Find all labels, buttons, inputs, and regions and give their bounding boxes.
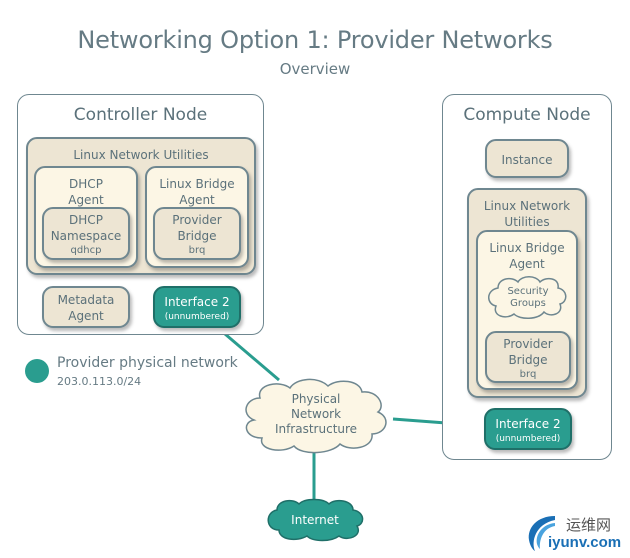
lb-agent-label-1: Linux Bridge	[159, 177, 235, 191]
dhcp-agent-label-2: Agent	[68, 193, 104, 207]
internet-label: Internet	[291, 513, 339, 527]
compute-provider-bridge-label-2: Bridge	[508, 353, 548, 367]
dhcp-namespace-label-2: Namespace	[50, 229, 122, 243]
provider-bridge-label-3: brq	[188, 245, 206, 256]
dhcp-agent-label-1: DHCP	[69, 177, 103, 191]
interface-sublabel: (unnumbered)	[164, 312, 230, 322]
compute-provider-bridge-label-1: Provider	[503, 337, 553, 351]
compute-provider-bridge-label-3: brq	[519, 369, 537, 380]
internet-cloud-icon	[267, 498, 364, 542]
compute-provider-bridge: Provider Bridge brq	[485, 331, 571, 383]
physical-network-label-1: Physical	[291, 392, 341, 406]
legend-provider-network-label: Provider physical network	[57, 355, 238, 371]
controller-provider-bridge: Provider Bridge brq	[153, 207, 241, 260]
controller-node-title: Controller Node	[73, 105, 208, 125]
compute-interface-sublabel: (unnumbered)	[495, 434, 561, 444]
compute-node-title: Compute Node	[463, 105, 591, 125]
diagram-title: Networking Option 1: Provider Networks	[77, 26, 553, 54]
compute-lb-agent-label-2: Agent	[509, 257, 545, 271]
lb-agent-label-2: Agent	[179, 193, 215, 207]
diagram-subtitle: Overview	[279, 60, 351, 78]
dhcp-namespace-label-1: DHCP	[69, 213, 103, 227]
physical-network-cloud-icon	[245, 378, 387, 454]
dhcp-namespace: DHCP Namespace qdhcp	[42, 207, 130, 260]
physical-network-label-2: Network	[290, 407, 342, 421]
metadata-agent: Metadata Agent	[42, 286, 130, 328]
watermark-logo-icon	[528, 516, 555, 551]
legend-provider-network-swatch	[25, 359, 49, 383]
utilities-label: Linux Network Utilities	[73, 148, 209, 162]
compute-lb-agent-label-1: Linux Bridge	[489, 241, 565, 255]
metadata-agent-label-1: Metadata	[57, 293, 115, 307]
watermark-en-text: iyunv.com	[548, 534, 622, 551]
watermark-cn-text: 运维网	[566, 516, 612, 534]
compute-utilities-label-1: Linux Network	[483, 199, 571, 213]
security-groups-cloud-icon	[488, 276, 567, 319]
security-groups-label-2: Groups	[510, 298, 546, 309]
interface-label: Interface 2	[164, 295, 230, 309]
legend-provider-network-subnet: 203.0.113.0/24	[57, 375, 142, 388]
physical-network-label-3: Infrastructure	[274, 422, 358, 436]
compute-utilities-label-2: Utilities	[504, 215, 550, 229]
instance-label: Instance	[501, 153, 553, 167]
metadata-agent-label-2: Agent	[68, 309, 104, 323]
provider-bridge-label-1: Provider	[172, 213, 222, 227]
wire-controller-interface-physical	[217, 326, 280, 382]
provider-bridge-label-2: Bridge	[177, 229, 217, 243]
instance: Instance	[485, 139, 569, 178]
compute-interface-label: Interface 2	[495, 417, 561, 431]
security-groups-label-1: Security	[507, 286, 549, 297]
dhcp-namespace-label-3: qdhcp	[70, 245, 102, 256]
controller-interface-2: Interface 2 (unnumbered)	[153, 286, 241, 328]
compute-interface-2: Interface 2 (unnumbered)	[484, 408, 572, 450]
